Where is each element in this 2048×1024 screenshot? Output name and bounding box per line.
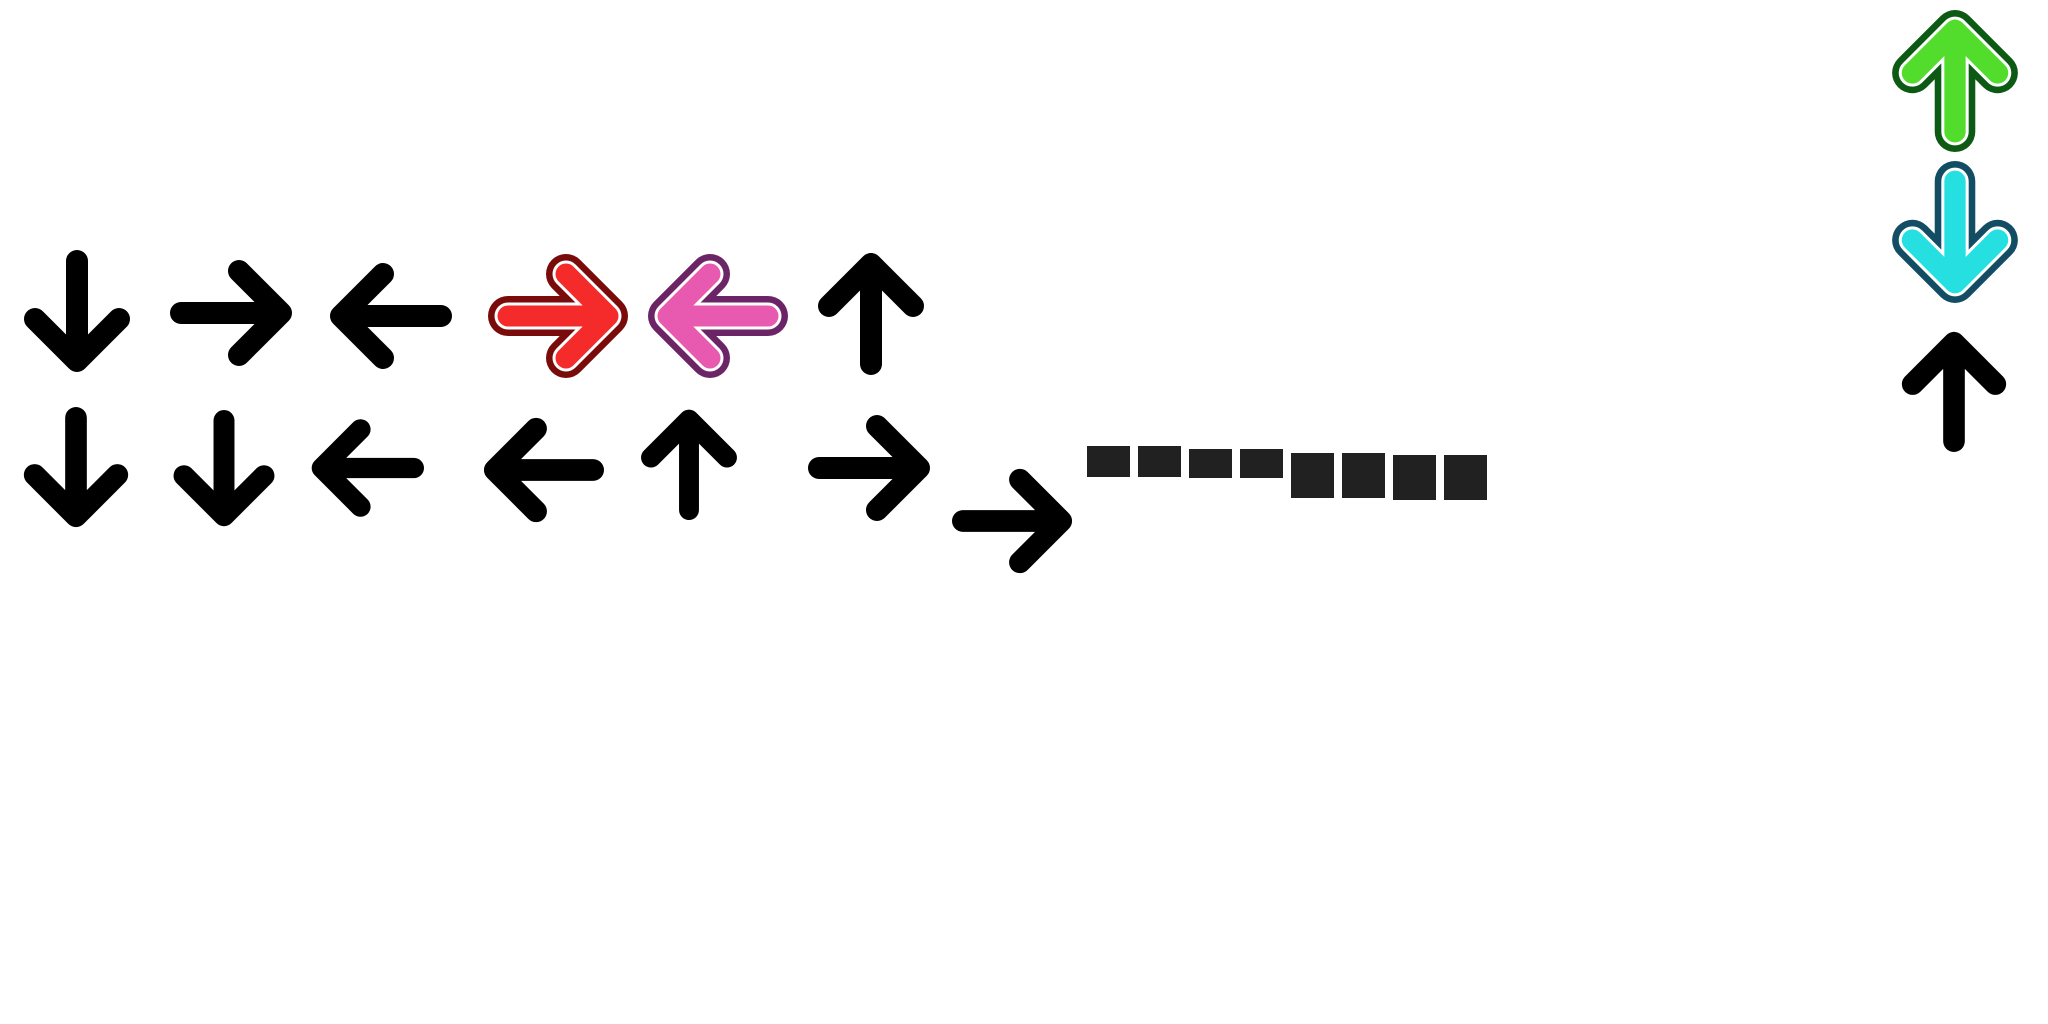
hold-end-piece	[1342, 453, 1385, 498]
left-receptor-icon	[330, 263, 452, 369]
down-note-cyan-icon	[1892, 160, 2018, 303]
right-receptor-pressed-2-icon	[952, 468, 1073, 574]
up-note-green-icon	[1892, 10, 2018, 153]
down-receptor-pressed-icon	[23, 407, 129, 528]
right-receptor-icon	[170, 260, 292, 366]
up-receptor-icon	[818, 253, 924, 375]
up-receptor-side-icon	[1901, 331, 2007, 452]
right-note-red-icon	[488, 254, 628, 378]
left-receptor-pressed-icon	[311, 419, 424, 517]
down-receptor-icon	[24, 250, 130, 372]
hold-piece	[1087, 446, 1130, 477]
hold-piece	[1240, 449, 1283, 478]
up-receptor-pressed-icon	[641, 409, 737, 520]
left-note-pink-icon	[648, 254, 788, 378]
hold-end-piece	[1393, 455, 1436, 500]
left-receptor-pressed-2-icon	[483, 417, 604, 523]
hold-end-piece	[1291, 453, 1334, 498]
hold-piece	[1189, 449, 1232, 478]
hold-end-piece	[1444, 455, 1487, 500]
hold-piece	[1138, 446, 1181, 477]
right-receptor-pressed-icon	[808, 415, 930, 521]
down-receptor-pressed-2-icon	[173, 410, 275, 527]
